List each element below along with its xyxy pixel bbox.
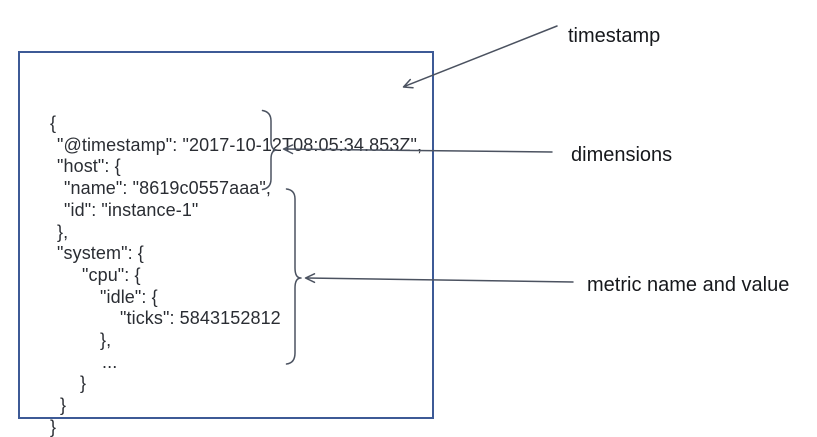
- timestamp-label: timestamp: [568, 25, 661, 47]
- code-line: "name": "8619c0557aaa",: [64, 178, 272, 199]
- code-line: }: [50, 416, 57, 437]
- code-line: },: [57, 221, 69, 242]
- code-line: }: [80, 373, 87, 394]
- code-line: "idle": {: [100, 286, 158, 307]
- json-document-box: {"@timestamp": "2017-10-12T08:05:34.853Z…: [18, 51, 434, 437]
- code-line: "ticks": 5843152812: [120, 308, 281, 329]
- code-line: },: [100, 330, 112, 351]
- code-line: "cpu": {: [82, 264, 141, 285]
- code-line: ...: [102, 351, 118, 372]
- json-code: {"@timestamp": "2017-10-12T08:05:34.853Z…: [50, 113, 422, 437]
- code-line: }: [60, 395, 67, 416]
- metric-label: metric name and value: [587, 274, 790, 296]
- code-line: {: [50, 113, 57, 133]
- dimensions-label: dimensions: [571, 144, 673, 166]
- code-line: "@timestamp": "2017-10-12T08:05:34.853Z"…: [57, 134, 423, 155]
- code-line: "id": "instance-1": [64, 199, 199, 220]
- code-line: "system": {: [57, 243, 144, 264]
- code-line: "host": {: [57, 156, 121, 177]
